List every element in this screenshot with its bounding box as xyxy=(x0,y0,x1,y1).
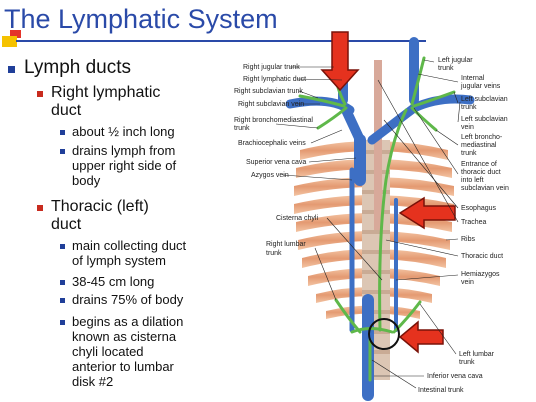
sub-bullet-dilation-line3: chyli located xyxy=(72,344,144,359)
label-left-subclavian-vein-line2: vein xyxy=(461,124,474,131)
label-right-subclavian-trunk: Right subclavian trunk xyxy=(234,88,303,95)
bullet-marker xyxy=(37,91,43,97)
callout-arrows xyxy=(320,31,456,354)
label-right-subclavian-vein: Right subclavian vein xyxy=(238,101,304,108)
bullet-right-duct-line2: duct xyxy=(51,102,82,119)
right-labels: Left jugular trunk Internal jugular vein… xyxy=(418,57,509,394)
label-left-broncho-line3: trunk xyxy=(461,150,477,157)
title-underline xyxy=(16,40,426,42)
bullet-marker xyxy=(37,205,43,211)
bullet-marker xyxy=(60,280,65,285)
label-esophagus: Esophagus xyxy=(461,205,497,212)
left-labels: Right jugular trunk Right lymphatic duct… xyxy=(234,64,318,257)
bullet-thoracic-line1: Thoracic (left) xyxy=(51,198,149,215)
label-azygos-vein: Azygos vein xyxy=(251,172,289,179)
label-entrance-line1: Entrance of xyxy=(461,161,497,168)
sub-bullet-main-duct-line2: of lymph system xyxy=(72,253,166,268)
bullet-marker xyxy=(8,66,15,73)
label-trachea: Trachea xyxy=(461,219,487,226)
sub-bullet-drains-line3: body xyxy=(72,173,101,188)
label-left-lumbar-line1: Left lumbar xyxy=(459,351,495,358)
title-accent-red-square xyxy=(10,30,21,38)
label-entrance-line4: subclavian vein xyxy=(461,185,509,192)
label-right-lymphatic-duct: Right lymphatic duct xyxy=(243,76,306,83)
sub-bullet-dilation-line4: anterior to lumbar xyxy=(72,359,174,374)
label-left-lumbar-line2: trunk xyxy=(459,359,475,366)
label-cisterna-chyli: Cisterna chyli xyxy=(276,215,318,222)
slide-title: The Lymphatic System xyxy=(4,4,278,34)
sub-bullet-half-inch: about ½ inch long xyxy=(72,124,175,139)
label-left-subclavian-vein-line1: Left subclavian xyxy=(461,116,508,123)
bullet-marker xyxy=(60,130,65,135)
label-right-lumbar-trunk-line1: Right lumbar xyxy=(266,241,306,248)
label-left-subclavian-trunk-line2: trunk xyxy=(461,104,477,111)
label-intestinal-trunk: Intestinal trunk xyxy=(418,387,464,394)
label-superior-vena-cava: Superior vena cava xyxy=(246,159,306,166)
label-left-jugular-trunk-line1: Left jugular xyxy=(438,57,473,64)
red-arrow-left-icon xyxy=(398,320,444,354)
sub-bullet-drains-line2: upper right side of xyxy=(72,158,177,173)
label-left-broncho-line2: mediastinal xyxy=(461,142,497,149)
red-arrow-left-icon xyxy=(398,196,456,230)
bullet-marker xyxy=(60,320,65,325)
bullet-marker xyxy=(60,244,65,249)
bullet-marker xyxy=(60,149,65,154)
label-inferior-vena-cava: Inferior vena cava xyxy=(427,373,483,380)
sub-bullet-length: 38-45 cm long xyxy=(72,274,155,289)
label-ribs: Ribs xyxy=(461,236,476,243)
label-thoracic-duct: Thoracic duct xyxy=(461,253,503,260)
label-right-bronchomediastinal-line2: trunk xyxy=(234,125,250,132)
sub-bullet-dilation-line2: known as cisterna xyxy=(72,329,177,344)
bullet-lymph-ducts: Lymph ducts xyxy=(24,57,132,78)
label-brachiocephalic-veins: Brachiocephalic veins xyxy=(238,140,306,147)
label-right-bronchomediastinal-line1: Right bronchomediastinal xyxy=(234,117,313,124)
sub-bullet-drains-75: drains 75% of body xyxy=(72,292,184,307)
label-leader-lines xyxy=(275,59,461,389)
label-internal-jugular-line2: jugular veins xyxy=(460,83,501,90)
sub-bullet-drains-line1: drains lymph from xyxy=(72,143,176,158)
label-right-lumbar-trunk-line2: trunk xyxy=(266,250,282,257)
title-accent-yellow-square xyxy=(2,36,17,47)
label-left-broncho-line1: Left broncho- xyxy=(461,134,503,141)
label-hemiazygos-line2: vein xyxy=(461,279,474,286)
label-internal-jugular-line1: Internal xyxy=(461,75,485,82)
red-arrow-down-icon xyxy=(320,31,360,92)
sub-bullet-dilation-line5: disk #2 xyxy=(72,374,114,389)
label-right-jugular-trunk: Right jugular trunk xyxy=(243,64,300,71)
label-hemiazygos-line1: Hemiazygos xyxy=(461,271,500,278)
bullet-thoracic-line2: duct xyxy=(51,216,82,233)
label-entrance-line3: into left xyxy=(461,177,484,184)
bullet-marker xyxy=(60,298,65,303)
label-left-jugular-trunk-line2: trunk xyxy=(438,65,454,72)
label-entrance-line2: thoracic duct xyxy=(461,169,501,176)
cisterna-chyli-highlight-circle xyxy=(368,318,400,350)
sub-bullet-main-duct-line1: main collecting duct xyxy=(72,238,187,253)
bullet-right-duct-line1: Right lymphatic xyxy=(51,84,161,101)
label-left-subclavian-trunk-line1: Left subclavian xyxy=(461,96,508,103)
sub-bullet-dilation-line1: begins as a dilation xyxy=(72,314,184,329)
